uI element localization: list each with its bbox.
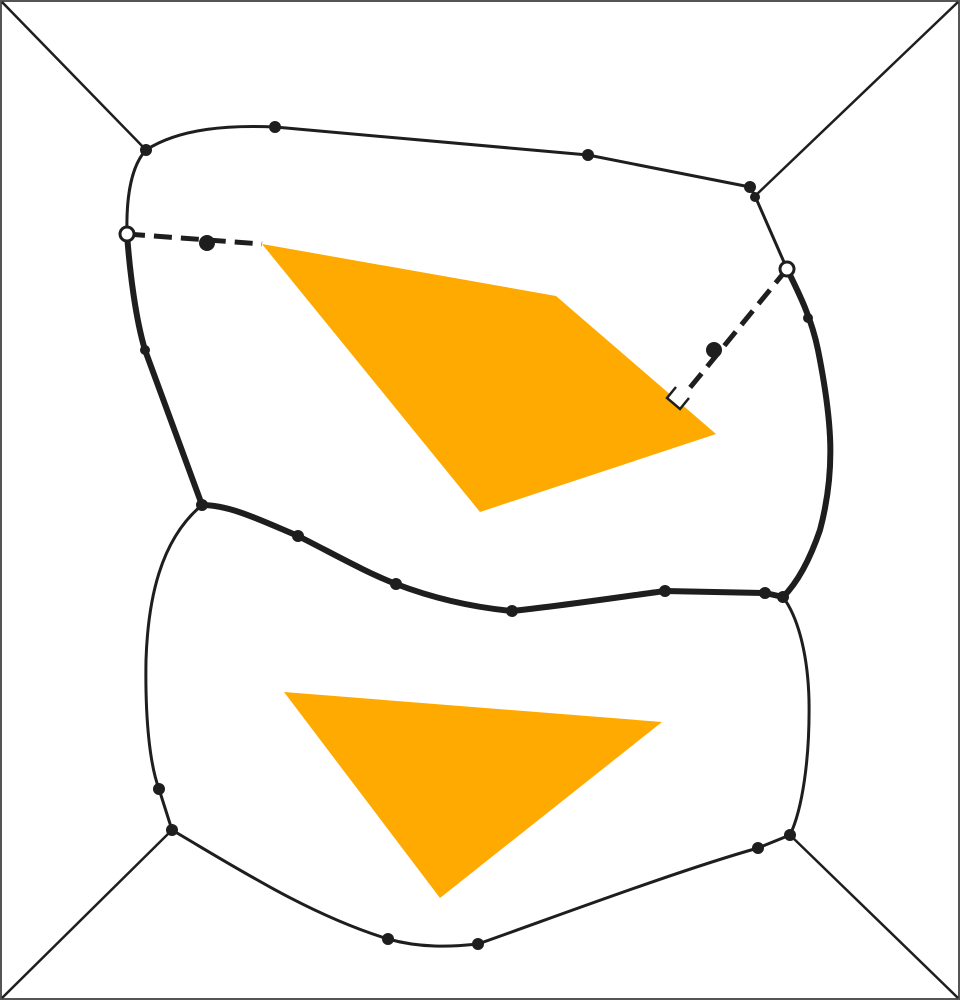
connector-bottom-right xyxy=(789,834,959,999)
upper-left-thick-arc xyxy=(124,231,205,508)
lower-left-arc xyxy=(144,503,204,832)
point xyxy=(153,783,165,795)
point xyxy=(166,824,178,836)
lower-triangle xyxy=(284,692,662,898)
lower-region-boundary xyxy=(144,503,811,948)
shared-middle-arc xyxy=(199,502,786,615)
point xyxy=(140,144,152,156)
connector-top-right xyxy=(754,1,959,197)
point xyxy=(750,192,760,202)
connector-bottom-left xyxy=(1,829,173,999)
lower-right-arc xyxy=(781,595,811,837)
point xyxy=(140,345,150,355)
point xyxy=(269,121,281,133)
point xyxy=(803,313,813,323)
right-angle-mark xyxy=(665,386,690,411)
open-point-left xyxy=(118,225,136,243)
dashed-line-right xyxy=(682,267,789,397)
upper-right-thick-arc xyxy=(780,266,834,600)
point xyxy=(777,591,789,603)
dashed-distance-lines xyxy=(126,231,789,397)
point xyxy=(390,578,402,590)
open-points xyxy=(118,225,796,278)
lower-bottom-arc xyxy=(170,828,792,948)
point xyxy=(506,605,518,617)
point xyxy=(784,829,796,841)
connector-top-left xyxy=(1,1,147,151)
point xyxy=(759,587,771,599)
point xyxy=(292,530,304,542)
upper-top-arc xyxy=(125,124,789,271)
dashed-line-left xyxy=(126,231,263,247)
point xyxy=(582,149,594,161)
open-point-right xyxy=(778,260,796,278)
boundary-points xyxy=(140,121,813,950)
upper-quadrilateral xyxy=(262,244,716,512)
point xyxy=(382,933,394,945)
point xyxy=(659,585,671,597)
point xyxy=(472,938,484,950)
point xyxy=(752,842,764,854)
point xyxy=(706,342,722,358)
point xyxy=(199,235,215,251)
point xyxy=(744,181,756,193)
point xyxy=(196,499,208,511)
